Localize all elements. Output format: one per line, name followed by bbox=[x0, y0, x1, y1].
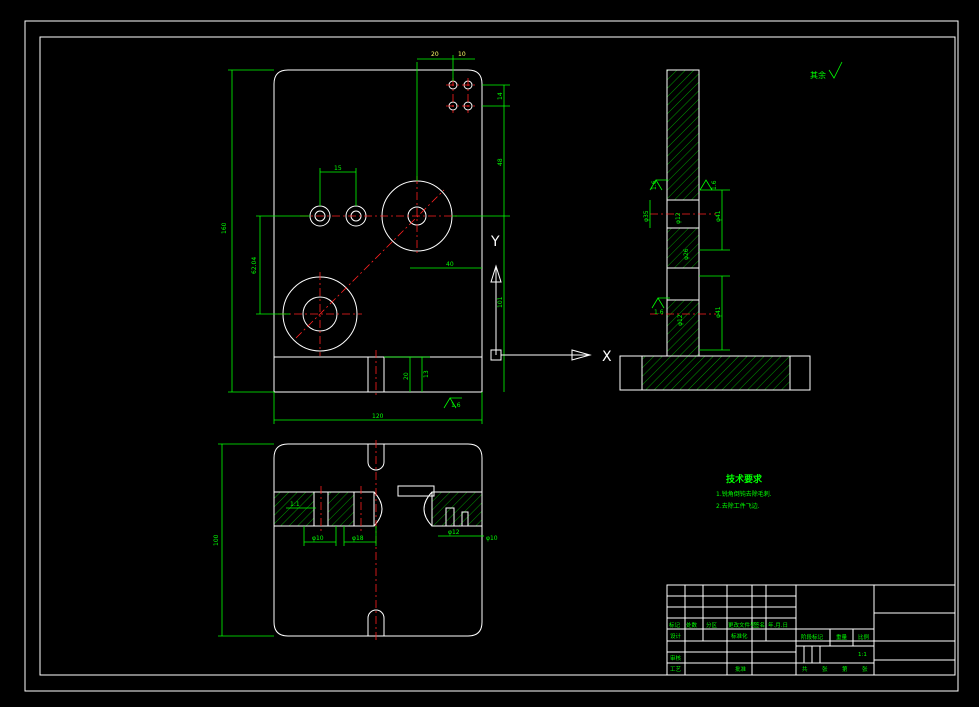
top-view: 160 62.04 15 20 10 14 48 101 40 20 13 bbox=[221, 51, 510, 424]
dim-hole-pitch: 15 bbox=[334, 165, 342, 172]
section-r3: 1.6 bbox=[654, 309, 664, 316]
dim-right-small: 14 bbox=[497, 92, 504, 100]
dim-mid-r: 40 bbox=[446, 261, 454, 268]
dim-slot-b: 13 bbox=[423, 370, 430, 378]
tech-item-1: 1.锐角倒钝去除毛刺. bbox=[716, 490, 772, 498]
section-r1: 1.6 bbox=[651, 180, 658, 190]
tb-process: 工艺 bbox=[670, 666, 682, 673]
section-d2: φ41 bbox=[715, 306, 722, 318]
bottom-dim-w3: φ12 bbox=[448, 529, 460, 536]
tb-design: 设计 bbox=[670, 632, 682, 640]
dim-left-height: 160 bbox=[221, 222, 228, 234]
section-d6: φ12 bbox=[677, 314, 684, 326]
tb-sheet-no: 第 bbox=[842, 665, 848, 673]
bottom-view: 100 φ10 φ18 φ12 φ10 1:1 bbox=[213, 440, 498, 640]
section-d3: φ35 bbox=[643, 210, 650, 222]
tb-standard: 标准化 bbox=[731, 632, 748, 640]
axis-y-label: Y bbox=[490, 234, 500, 250]
technical-requirements: 技术要求 1.锐角倒钝去除毛刺. 2.去除工件飞边. bbox=[716, 473, 772, 510]
bottom-dim-w1: φ10 bbox=[312, 535, 324, 542]
dim-top-b: 10 bbox=[458, 51, 466, 58]
tb-date: 年.月.日 bbox=[768, 621, 788, 629]
dim-left-lower: 62.04 bbox=[251, 257, 258, 274]
tb-count: 处数 bbox=[686, 621, 698, 629]
tb-stage-mark: 阶段标记 bbox=[801, 633, 824, 641]
section-d1: φ41 bbox=[715, 210, 722, 222]
dim-right-big: 101 bbox=[497, 296, 504, 308]
bottom-dim-w4: φ10 bbox=[486, 535, 498, 542]
tb-sheets-total: 共 bbox=[802, 665, 808, 673]
tb-sheets-unit: 张 bbox=[822, 665, 828, 673]
section-view: φ41 φ41 φ35 φ26 φ12 φ12 1.6 1.6 1.6 bbox=[619, 69, 811, 391]
tb-signature: 签名 bbox=[754, 621, 765, 629]
section-d5: φ12 bbox=[675, 212, 682, 224]
dim-right-mid: 48 bbox=[497, 158, 504, 166]
bottom-dim-w2: φ18 bbox=[352, 535, 364, 542]
tb-weight: 重量 bbox=[836, 633, 848, 641]
roughness-bottom: 1.6 bbox=[451, 402, 461, 409]
bottom-dim-h1: 1:1 bbox=[290, 501, 300, 508]
axis-x-label: X bbox=[602, 349, 612, 365]
coordinate-axes: Y X bbox=[490, 234, 612, 365]
tb-scale: 比例 bbox=[858, 633, 870, 641]
tb-zone: 分区 bbox=[706, 621, 718, 629]
roughness-note-text: 其余 bbox=[810, 70, 826, 80]
dim-slot-a: 20 bbox=[403, 372, 410, 380]
tb-mark: 标记 bbox=[669, 621, 681, 629]
tb-approve: 批准 bbox=[735, 665, 747, 673]
roughness-note: 其余 bbox=[810, 61, 843, 80]
tb-scale-value: 1:1 bbox=[858, 652, 867, 658]
tb-sheet-unit: 张 bbox=[862, 665, 868, 673]
tech-heading: 技术要求 bbox=[726, 473, 763, 485]
title-block: 标记 处数 分区 更改文件号 签名 年.月.日 设计 标准化 阶段标记 重量 比… bbox=[666, 584, 956, 676]
tb-change-doc: 更改文件号 bbox=[728, 621, 756, 629]
bottom-dim-height: 100 bbox=[213, 534, 220, 546]
inner-border bbox=[39, 36, 956, 676]
outer-border bbox=[24, 20, 959, 692]
dim-bottom-width: 120 bbox=[372, 413, 384, 420]
section-r2: 1.6 bbox=[711, 180, 718, 190]
section-d4: φ26 bbox=[683, 248, 690, 260]
tech-item-2: 2.去除工件飞边. bbox=[716, 502, 760, 510]
dim-top-a: 20 bbox=[431, 51, 439, 58]
tb-review: 审核 bbox=[670, 654, 682, 662]
